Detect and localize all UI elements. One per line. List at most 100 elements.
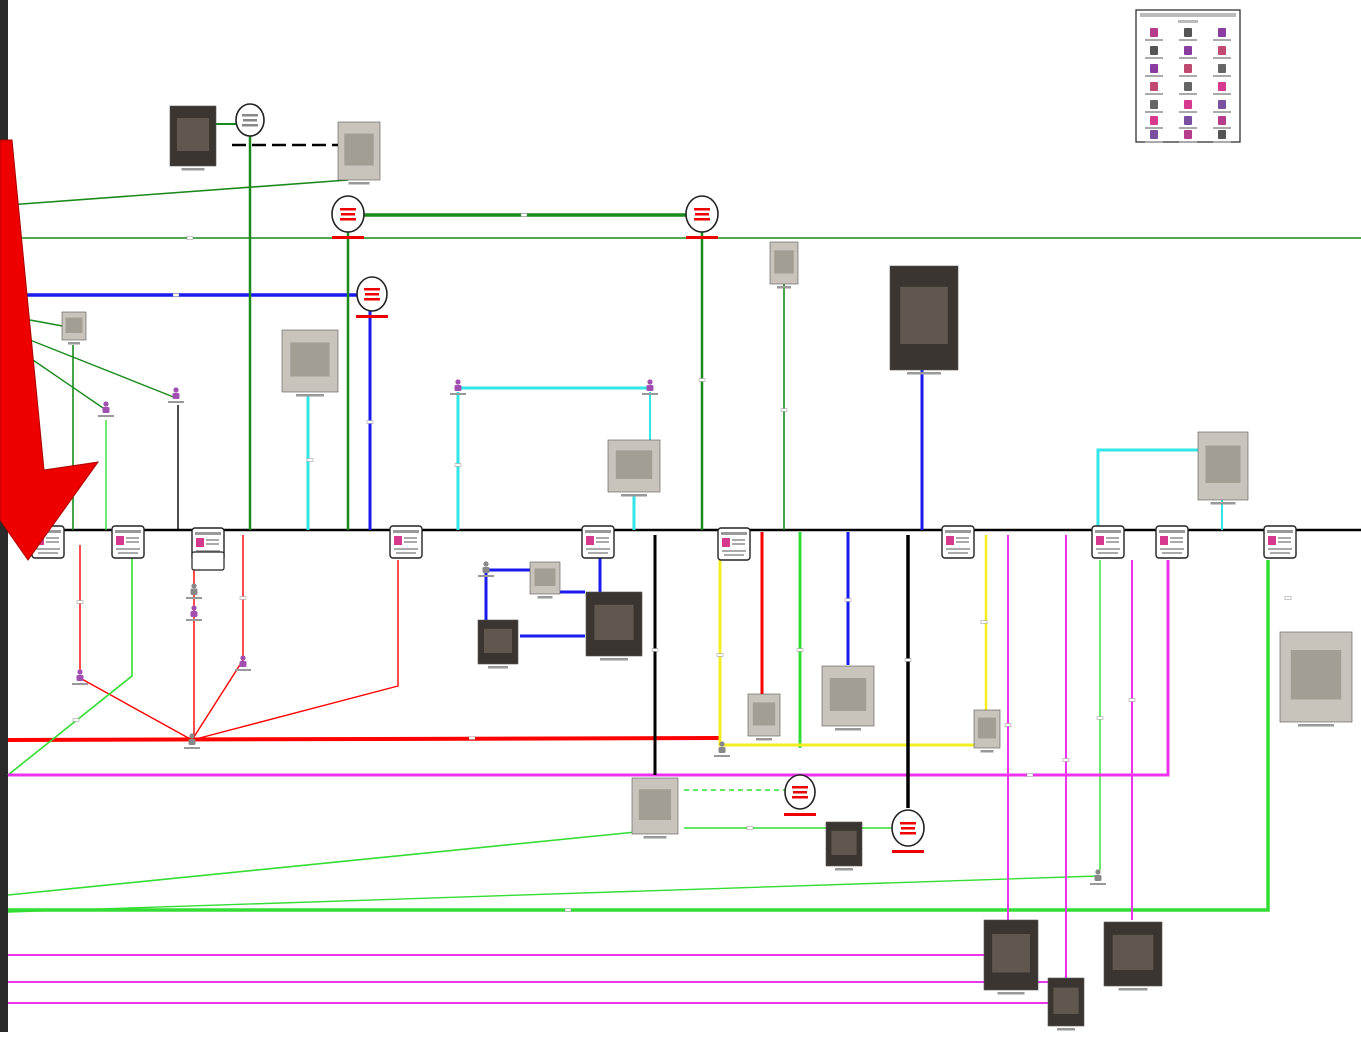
legend-icon	[1184, 28, 1192, 37]
legend-icon	[1184, 82, 1192, 91]
legend-label	[1213, 39, 1231, 41]
event-text	[900, 832, 916, 835]
photo-caption	[756, 738, 772, 741]
legend-label	[1213, 127, 1231, 129]
photo-detail	[752, 702, 776, 726]
person-body	[190, 589, 198, 595]
event-text	[340, 208, 356, 211]
person-label	[1090, 883, 1106, 885]
timeline-node-header	[1095, 530, 1121, 533]
photo-detail	[1205, 445, 1241, 483]
legend-icon	[1184, 64, 1192, 73]
person-icon	[483, 561, 489, 567]
legend-icon	[1150, 64, 1158, 73]
legend-icon	[1218, 82, 1226, 91]
link-label	[76, 600, 84, 604]
person-icon	[240, 655, 246, 661]
photo-detail	[594, 604, 634, 640]
link-label	[796, 648, 804, 652]
text-line	[1106, 541, 1119, 543]
event-text	[694, 218, 710, 221]
legend-icon	[1218, 64, 1226, 73]
link-label	[468, 736, 476, 740]
document-icon	[394, 536, 402, 545]
person-body	[482, 567, 490, 573]
link-label	[904, 658, 912, 662]
legend-icon	[1218, 130, 1226, 139]
person-label	[98, 415, 114, 417]
link-label	[780, 408, 788, 412]
photo-detail	[829, 678, 867, 711]
photo-caption	[348, 182, 370, 185]
legend-icon	[1150, 28, 1158, 37]
photo-detail	[344, 133, 374, 166]
person-body	[454, 385, 462, 391]
legend-label	[1145, 141, 1163, 143]
person-icon	[77, 669, 83, 675]
event-text	[365, 293, 379, 296]
link-lines	[7, 123, 1361, 1004]
person-body	[239, 661, 247, 667]
document-icon	[1096, 536, 1104, 545]
photo-caption	[296, 394, 324, 397]
timeline-node-header	[195, 532, 221, 535]
link-label	[1128, 698, 1136, 702]
photo-caption	[1210, 502, 1236, 505]
text-line	[946, 548, 970, 550]
person-label	[186, 619, 202, 621]
person-icon	[103, 401, 109, 407]
photo-detail	[977, 717, 997, 739]
photo-caption	[835, 868, 853, 871]
photo-detail	[774, 250, 794, 274]
event-date	[892, 850, 924, 853]
link-label	[306, 458, 314, 462]
red-arrow-icon	[0, 139, 100, 561]
photo-detail	[831, 830, 857, 855]
event-text	[900, 822, 916, 825]
event-text	[901, 827, 915, 830]
photo-detail	[615, 450, 653, 479]
timeline-node-header	[1159, 530, 1185, 533]
text-line	[732, 539, 745, 541]
photo-detail	[900, 286, 948, 344]
text-line	[1096, 548, 1120, 550]
photo-detail	[1112, 934, 1154, 970]
text-line	[46, 541, 59, 543]
legend-label	[1213, 75, 1231, 77]
event-text	[364, 288, 380, 291]
text-line	[116, 548, 140, 550]
timeline-node-header	[115, 530, 141, 533]
timeline-node-header	[945, 530, 971, 533]
timeline-node-header	[393, 530, 419, 533]
person-body	[646, 385, 654, 391]
link-line	[8, 560, 1270, 912]
legend-label	[1145, 111, 1163, 113]
photo-detail	[1290, 650, 1342, 700]
link-label	[980, 620, 988, 624]
legend-icon	[1218, 116, 1226, 125]
photo-detail	[484, 628, 512, 653]
legend-icon	[1150, 100, 1158, 109]
link-label	[698, 378, 706, 382]
person-icon	[455, 379, 461, 385]
event-date	[356, 315, 388, 318]
photo-caption	[1298, 724, 1334, 727]
person-label	[186, 597, 202, 599]
person-body	[718, 747, 726, 753]
person-label	[478, 575, 494, 577]
person-icon	[191, 583, 197, 589]
photo-caption	[835, 728, 861, 731]
document-icon	[722, 538, 730, 547]
photo-caption	[537, 596, 553, 599]
timeline-node-extension	[191, 551, 225, 571]
text-line	[1098, 552, 1118, 554]
text-line	[732, 543, 745, 545]
text-line	[956, 541, 969, 543]
event-date	[686, 236, 718, 239]
document-icon	[946, 536, 954, 545]
photo-caption	[643, 836, 667, 839]
person-label	[714, 755, 730, 757]
legend-icon	[1184, 116, 1192, 125]
